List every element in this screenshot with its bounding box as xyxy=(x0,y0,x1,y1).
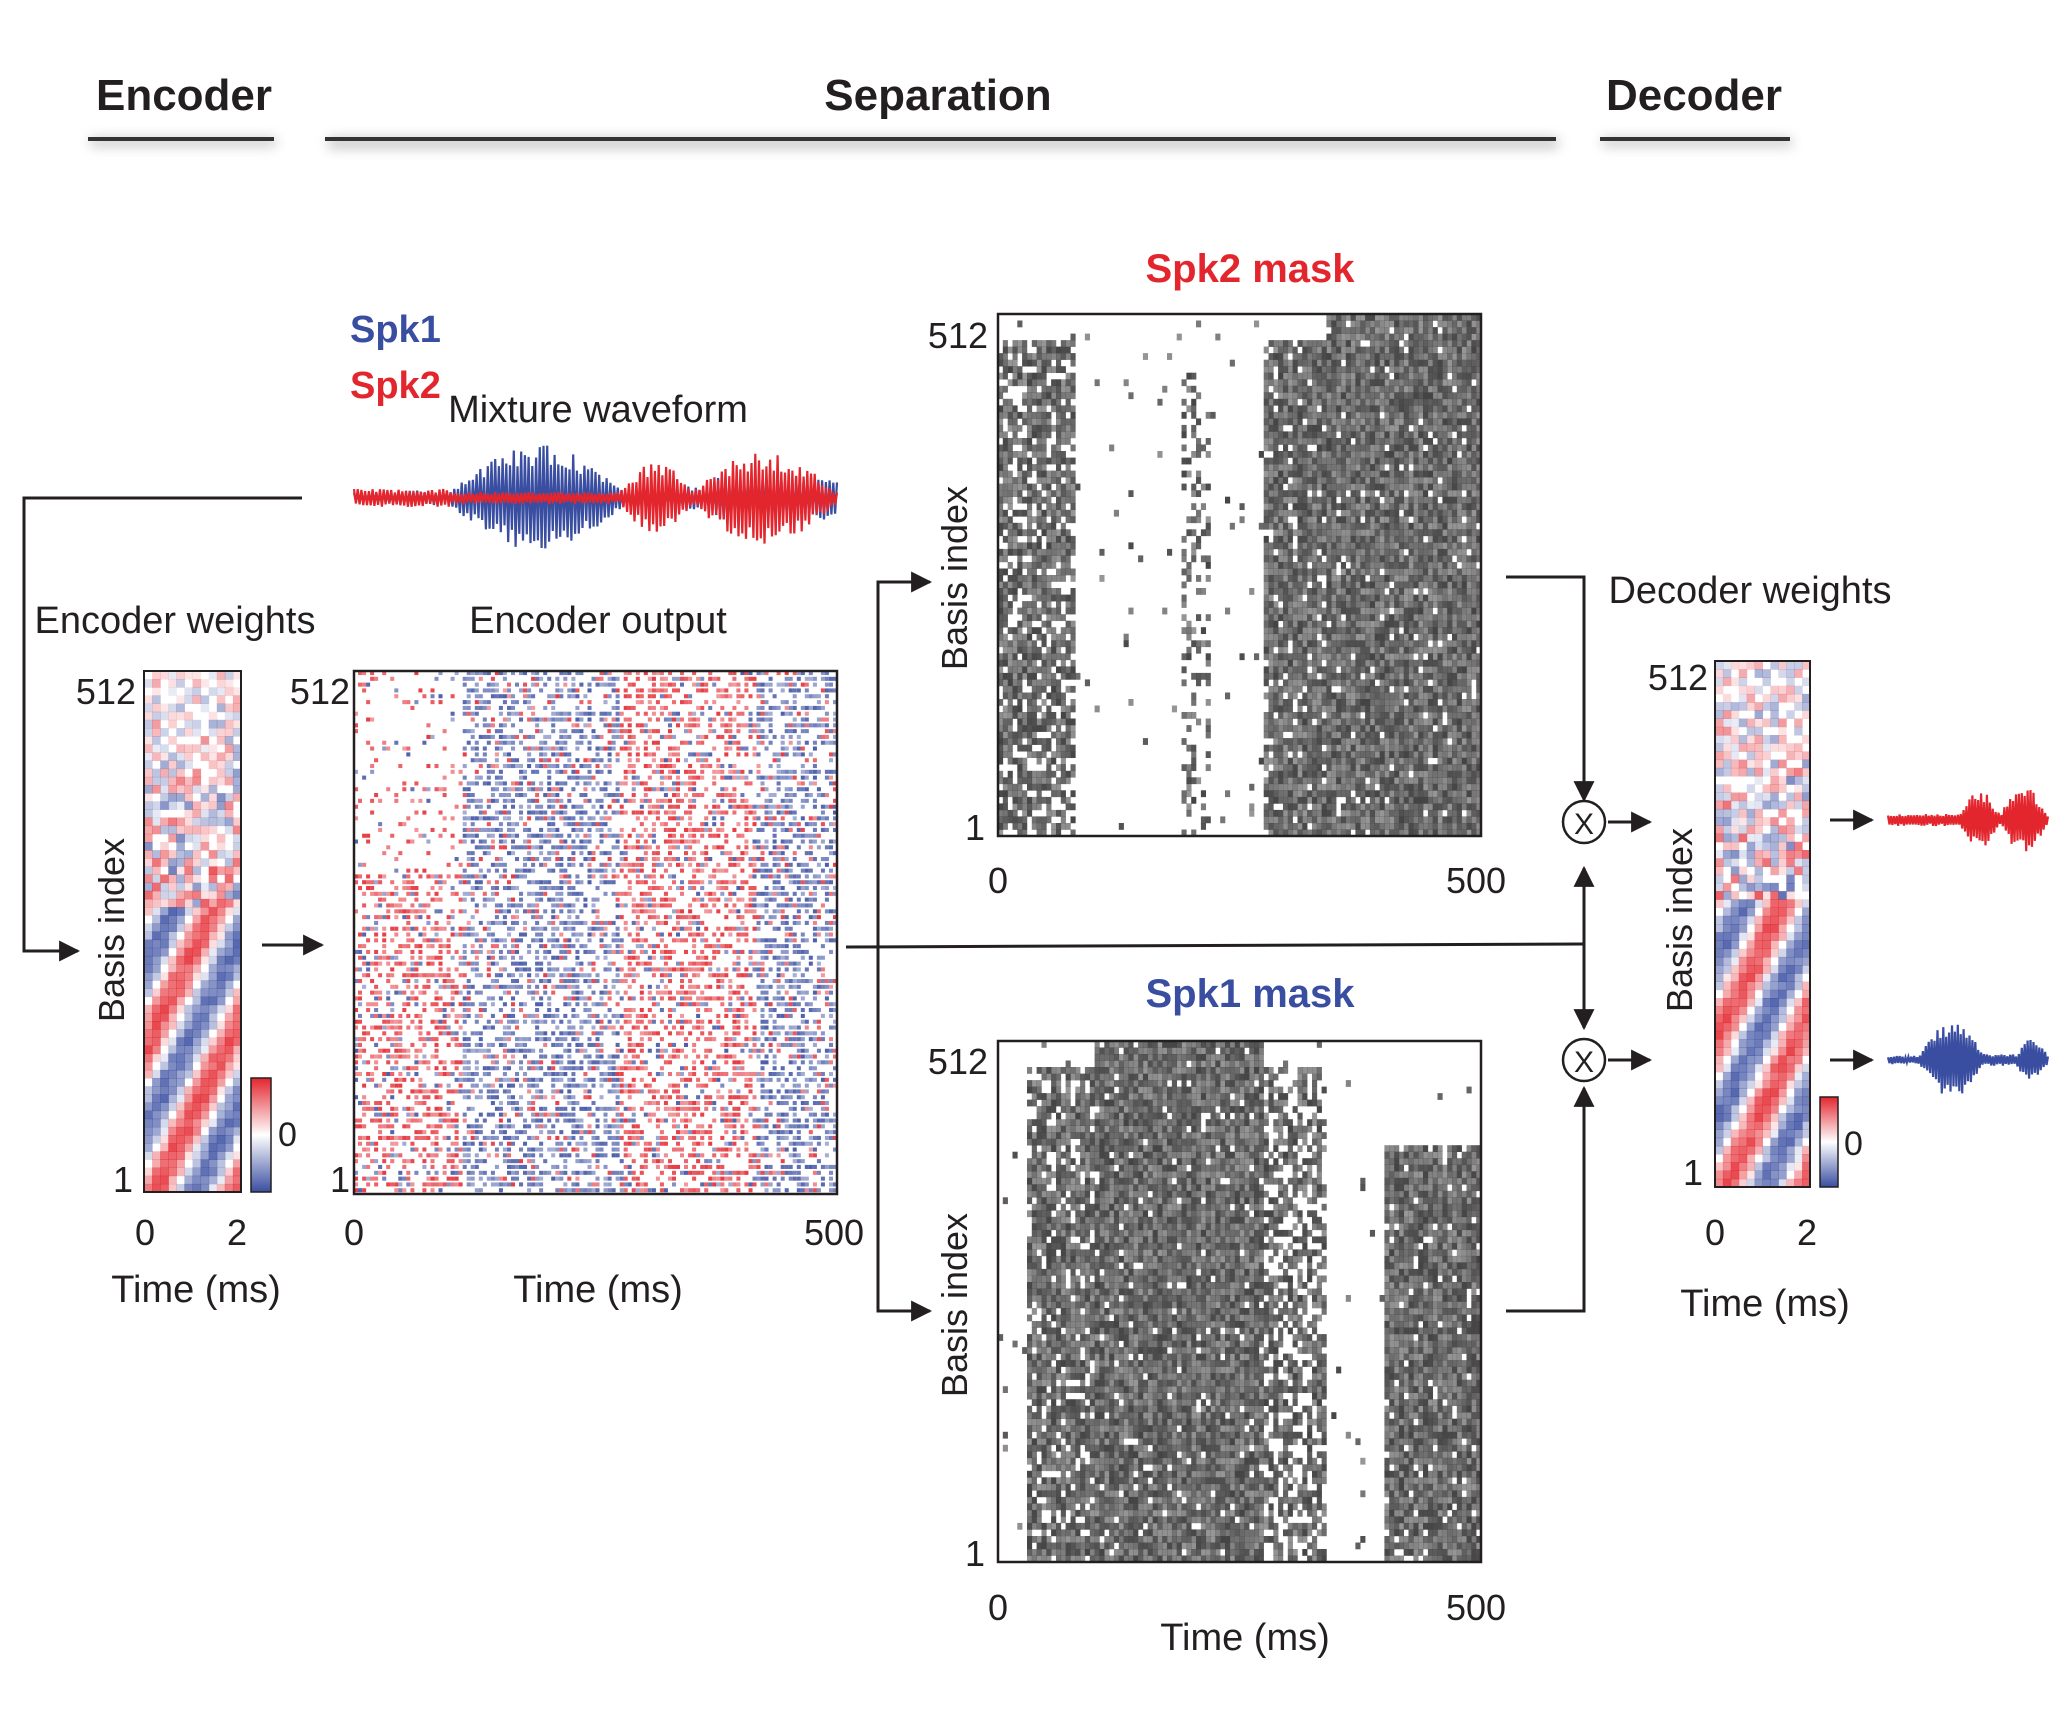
multiply-node-spk1: X xyxy=(1561,1037,1607,1083)
legend-spk2: Spk2 xyxy=(350,365,441,407)
encoder-weights-x-tick-1: 2 xyxy=(227,1212,247,1253)
encoder-weights-title: Encoder weights xyxy=(35,600,316,642)
encoder-output-title: Encoder output xyxy=(469,600,727,642)
encoder-weights-heatmap xyxy=(143,670,242,1193)
encoder-weights-y-top: 512 xyxy=(76,671,136,712)
output-waveform-spk2 xyxy=(1886,790,2050,852)
output-waveform-spk1 xyxy=(1886,1024,2050,1094)
mixture-waveform-title: Mixture waveform xyxy=(448,389,748,431)
spk2-mask-y-top: 512 xyxy=(928,315,988,356)
mask-to-multiply-connectors xyxy=(1506,575,1595,1313)
spk1-mask-heatmap xyxy=(996,1039,1483,1564)
encoder-weights-colorbar xyxy=(250,1077,272,1193)
encoder-output-x-tick-1: 500 xyxy=(804,1212,864,1253)
encoder-output-y-top: 512 xyxy=(290,671,350,712)
decoder-weights-y-label: Basis index xyxy=(1659,828,1700,1012)
spk1-mask-x-label: Time (ms) xyxy=(1160,1617,1330,1659)
spk1-mask-x-tick-1: 500 xyxy=(1446,1587,1506,1628)
input-connector xyxy=(22,496,302,962)
decoder-weights-y-bottom: 1 xyxy=(1683,1152,1703,1193)
multiply-symbol-spk1: X xyxy=(1574,1046,1594,1079)
encoder-output-x-label: Time (ms) xyxy=(513,1269,683,1311)
spk1-mask-y-top: 512 xyxy=(928,1041,988,1082)
section-headers: Encoder Separation Decoder xyxy=(88,71,1792,148)
spk2-mask-heatmap xyxy=(996,312,1483,838)
encoder-weights-x-tick-0: 0 xyxy=(135,1212,155,1253)
decoder-weights-heatmap xyxy=(1714,660,1811,1188)
encoder-weights-y-bottom: 1 xyxy=(113,1159,133,1200)
decoder-weights-colorbar xyxy=(1819,1096,1839,1188)
decoder-weights-title: Decoder weights xyxy=(1608,570,1891,612)
decoder-weights-x-label: Time (ms) xyxy=(1680,1283,1850,1325)
spk2-mask-y-bottom: 1 xyxy=(965,807,985,848)
decoder-weights-y-top: 512 xyxy=(1648,657,1708,698)
encoder-output-y-bottom: 1 xyxy=(330,1159,350,1200)
encoder-output-x-tick-0: 0 xyxy=(344,1212,364,1253)
spk2-mask-x-tick-1: 500 xyxy=(1446,860,1506,901)
spk1-mask-x-tick-0: 0 xyxy=(988,1587,1008,1628)
decoder-weights-colorbar-zero: 0 xyxy=(1844,1125,1863,1163)
separation-connectors xyxy=(845,571,1585,1322)
spk2-mask-title: Spk2 mask xyxy=(1145,247,1355,291)
legend-spk1: Spk1 xyxy=(350,309,441,351)
spk1-mask-y-bottom: 1 xyxy=(965,1533,985,1574)
decoder-weights-x-tick-0: 0 xyxy=(1705,1212,1725,1253)
multiply-node-spk2: X xyxy=(1561,799,1607,845)
multiply-symbol-spk2: X xyxy=(1574,808,1594,841)
section-separation-label: Separation xyxy=(824,71,1051,120)
spk1-mask-y-label: Basis index xyxy=(934,1213,975,1397)
encoder-output-heatmap xyxy=(352,669,839,1196)
section-encoder-label: Encoder xyxy=(96,71,272,120)
spk2-mask-x-tick-0: 0 xyxy=(988,860,1008,901)
decoder-weights-x-tick-1: 2 xyxy=(1797,1212,1817,1253)
encoder-weights-x-label: Time (ms) xyxy=(111,1269,281,1311)
spk1-mask-title: Spk1 mask xyxy=(1145,972,1355,1016)
section-decoder-label: Decoder xyxy=(1606,71,1782,120)
mixture-waveform xyxy=(352,445,839,549)
spk2-mask-y-label: Basis index xyxy=(934,486,975,670)
encoder-weights-colorbar-zero: 0 xyxy=(278,1116,297,1154)
encoder-weights-y-label: Basis index xyxy=(91,838,132,1022)
